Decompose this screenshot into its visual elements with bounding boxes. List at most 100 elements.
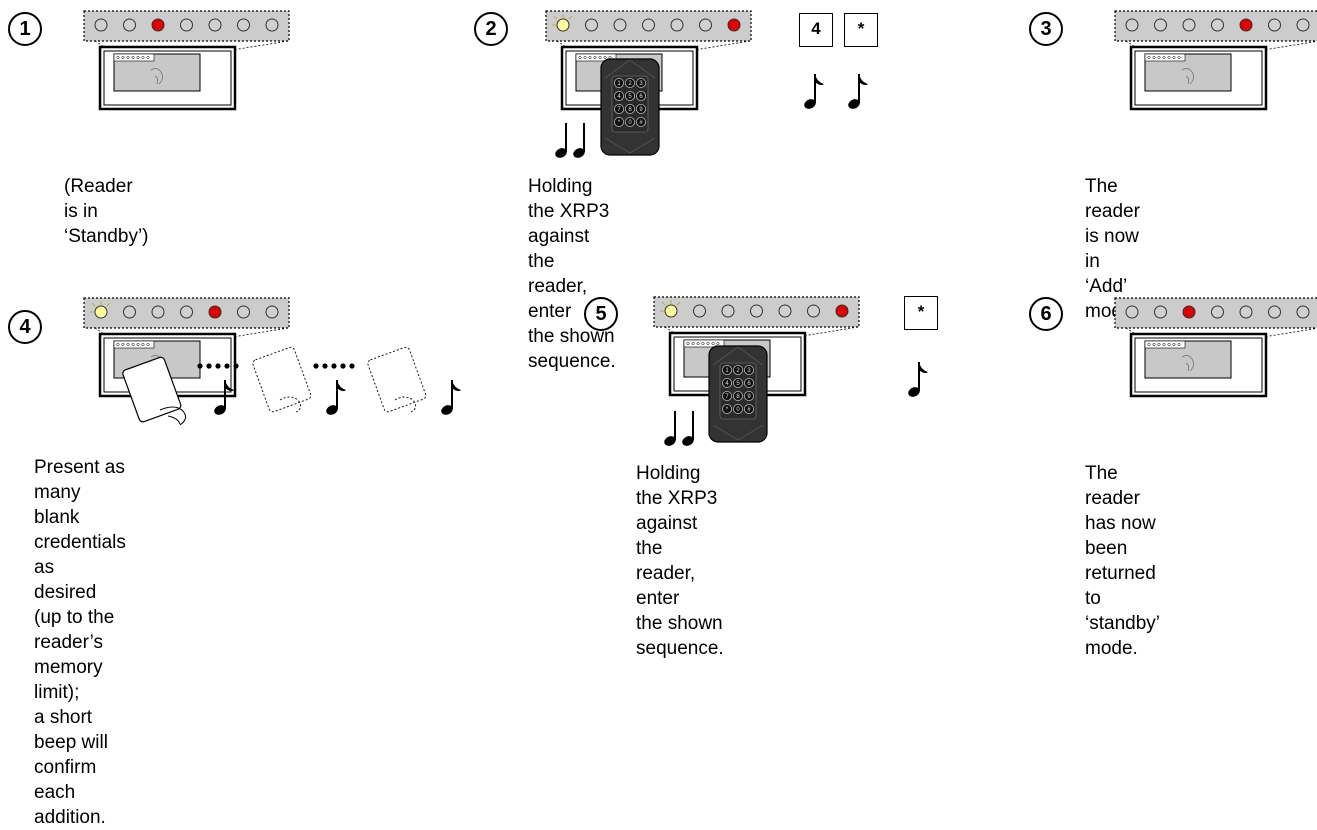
hand-card-icon [1181,68,1194,85]
ghost-hand-icon [279,396,301,413]
keypad-key-label: 3 [639,81,643,87]
led [721,304,735,318]
reader-led-dot [1152,343,1156,346]
beep-note-icon [848,74,868,109]
keypad-key [613,77,624,88]
reader-led-dot [583,56,587,59]
keypad-key-label: # [639,120,643,126]
step-caption: Holding the XRP3 against the reader, ent… [528,176,616,372]
reader-led-dot [146,343,150,346]
led [693,304,706,318]
led [778,304,792,318]
beep-notes-icon [555,123,585,158]
led [151,18,165,32]
keypad-key [613,104,624,115]
reader-led-dot [1162,343,1166,346]
led [1296,18,1310,32]
reader-led-dot [116,56,120,59]
led [1211,18,1224,32]
reader-illustration [83,10,290,111]
credential-card [122,356,182,423]
keypad-key [636,117,647,128]
led [1239,305,1253,319]
reader-led-dot [121,343,125,346]
keypad-key-label: 8 [628,107,632,113]
reader-led-dot [1162,56,1166,59]
led [237,18,250,32]
keypad-key-label: 4 [617,94,621,100]
keypad-key-label: 4 [725,381,729,387]
keypad-key [732,404,743,415]
keypad-key-label: 5 [736,381,740,387]
hand-card-icon [1181,355,1194,372]
reader-led-dot [706,342,710,345]
keypad-key [636,91,647,102]
reader-frame-inner [103,50,232,106]
led [1125,18,1139,32]
reader-frame-inner [1134,50,1263,106]
note-flag [337,380,346,392]
led [123,18,136,32]
reader-led-dot [1172,56,1176,59]
reader-led-dot [578,56,582,59]
reader-led-dot [121,56,125,59]
beep-note-icon [908,362,928,397]
reader-led-dot [116,343,120,346]
led-glow [676,301,681,306]
keypad-key-label: 7 [725,394,729,400]
keypad-key [721,391,732,402]
keypad-key-label: 7 [617,107,621,113]
led [750,304,763,318]
led [613,18,627,32]
reader-led-dot [686,342,690,345]
keypad-key-label: # [747,407,751,413]
keypad-key [613,91,624,102]
step-number: 5 [584,297,618,331]
led [1154,18,1167,32]
led-glow [106,302,111,307]
keypad-key [732,364,743,375]
leader-dot [233,363,239,369]
keypad-key [744,404,755,415]
keypad-key-label: 0 [736,407,740,413]
keypad-key [721,404,732,415]
led [642,18,655,32]
note-flag [815,74,824,86]
ghost-hand-icon [394,396,416,413]
led [151,305,165,319]
note-head [441,405,453,415]
keypad-key [744,364,755,375]
reader-led-dot [701,342,705,345]
key-star: * [844,13,878,47]
note-flag [919,362,928,374]
reader-led-dot [691,342,695,345]
hand-card-icon [150,68,163,85]
keypad-texture [604,59,656,154]
reader-led-dot [1177,56,1181,59]
note-head [664,436,676,446]
led [1239,18,1253,32]
keypad-key-label: 6 [747,381,751,387]
led [265,305,279,319]
reader-led-dot [1157,56,1161,59]
step-number: 4 [8,310,42,344]
keypad-key-label: 0 [628,120,632,126]
step-number: 3 [1029,12,1063,46]
reader-led-dot [146,56,150,59]
reader-led-dot [1152,56,1156,59]
led-glow [661,301,666,306]
reader-led-dot [1167,56,1171,59]
led [1268,18,1281,32]
reader-led-dot [131,56,135,59]
led [585,18,598,32]
led [1268,305,1281,319]
reader-led-dot [1147,343,1151,346]
keypad-key-label: 9 [639,107,643,113]
reader-led-dot [141,56,145,59]
led [123,305,136,319]
reader-led-dot [1147,56,1151,59]
reader-led-dot [598,56,602,59]
keypad-key [624,77,635,88]
reader-illustration [1114,297,1317,398]
reader-led-dot [1167,343,1171,346]
